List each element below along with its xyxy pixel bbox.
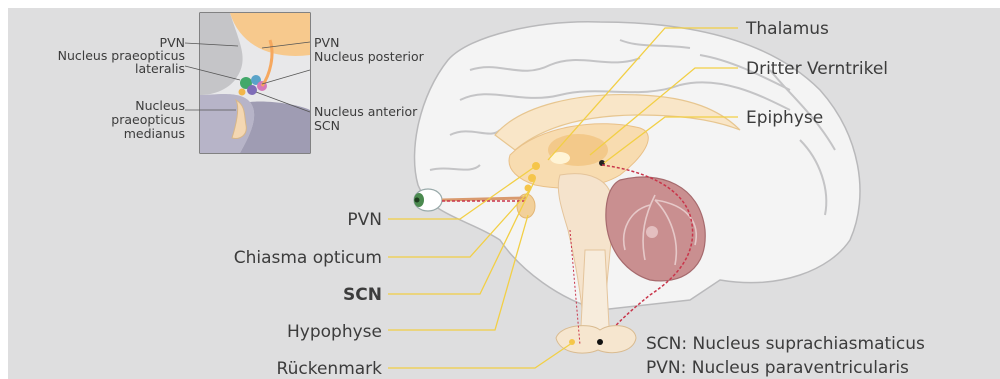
- inset-label-npm-3: medianus: [124, 126, 185, 141]
- optic-nerve: [442, 198, 526, 200]
- inset-label-nucleus-posterior: Nucleus posterior: [314, 49, 425, 64]
- label-rueckenmark: Rückenmark: [277, 359, 383, 379]
- pointer-rueckenmark: [388, 343, 572, 368]
- inset-label-npl-2: lateralis: [135, 61, 185, 76]
- legend-pvn: PVN: Nucleus paraventricularis: [646, 358, 909, 378]
- inset-label-scn: SCN: [314, 118, 340, 133]
- label-pvn: PVN: [347, 210, 382, 230]
- label-chiasma-opticum: Chiasma opticum: [234, 248, 382, 268]
- label-thalamus: Thalamus: [745, 19, 829, 39]
- legend-scn: SCN: Nucleus suprachiasmaticus: [646, 334, 925, 354]
- inset-label-pvn-right: PVN: [314, 35, 339, 50]
- label-scn: SCN: [343, 285, 382, 305]
- inset-label-npm-2: praeopticus: [111, 112, 185, 127]
- label-epiphyse: Epiphyse: [746, 108, 823, 128]
- inset-label-npm-1: Nucleus: [135, 98, 185, 113]
- label-hypophyse: Hypophyse: [287, 322, 382, 342]
- inset-label-nucleus-anterior: Nucleus anterior: [314, 104, 418, 119]
- inset-zoom: PVN Nucleus praeopticus lateralis Nucleu…: [58, 13, 425, 153]
- spinal-cord-cross-section: [556, 326, 636, 354]
- label-dritter-ventrikel: Dritter Verntrikel: [746, 59, 888, 79]
- eye: [414, 189, 442, 211]
